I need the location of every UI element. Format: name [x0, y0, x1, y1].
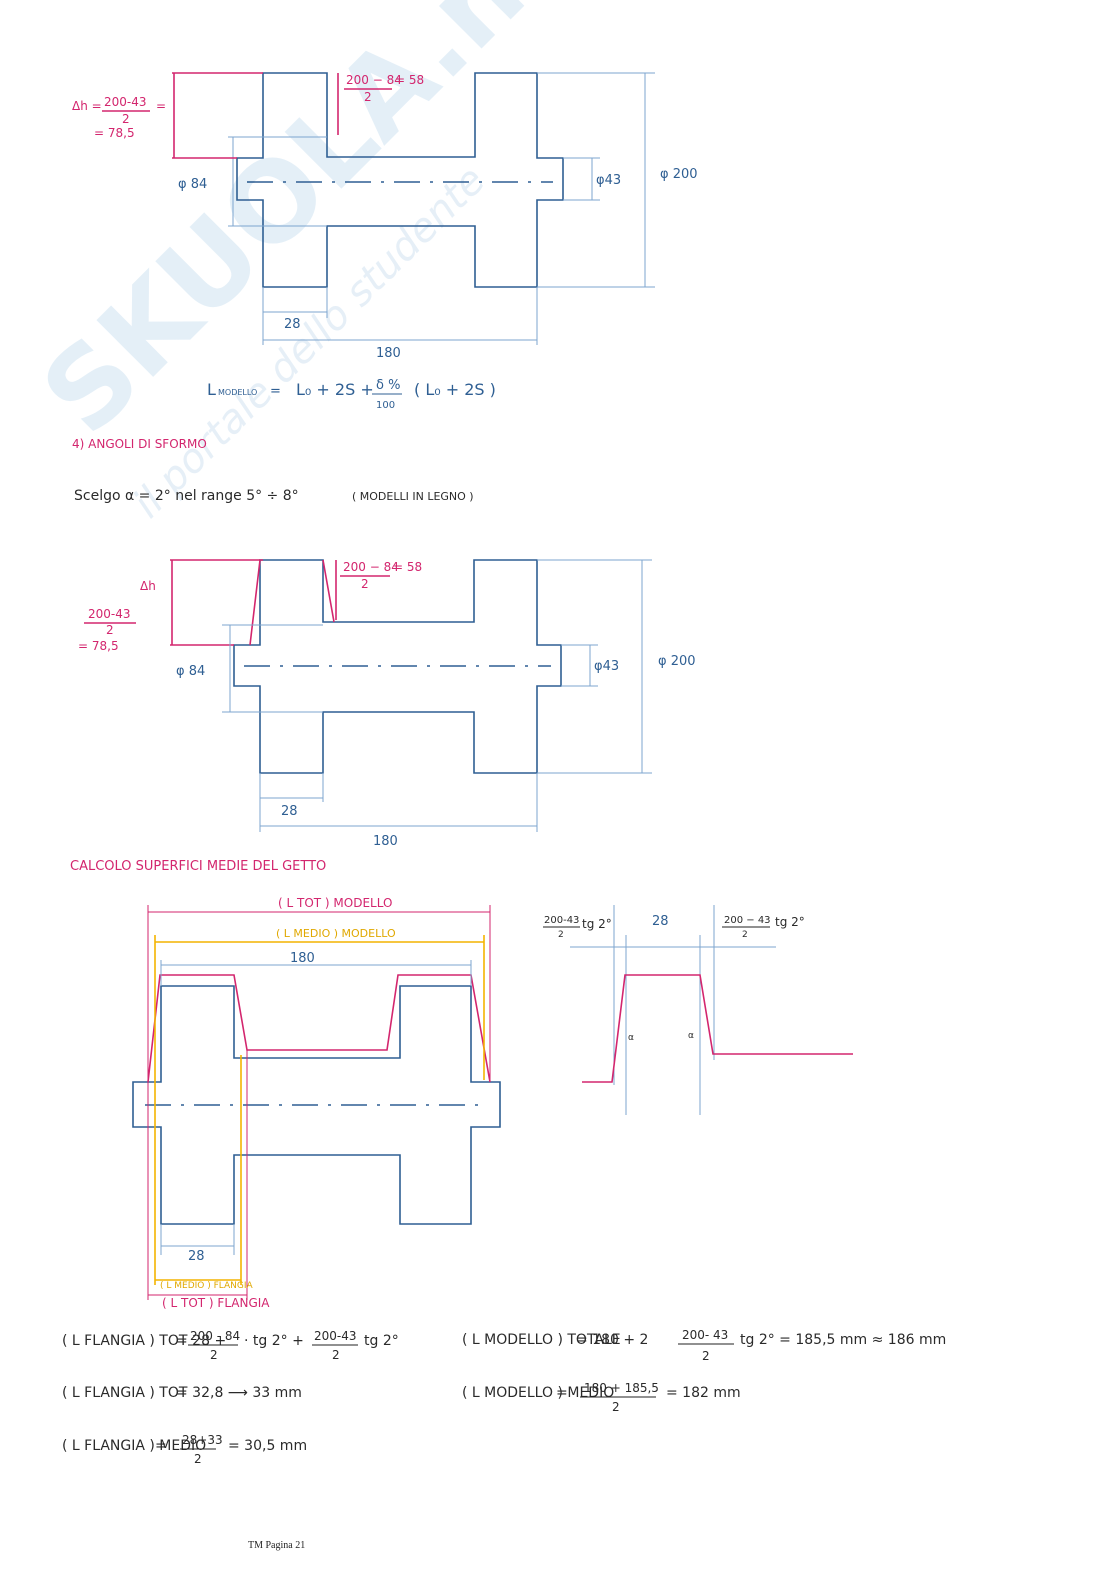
svg-text:200- 43: 200- 43: [682, 1328, 728, 1342]
svg-text:200 − 84: 200 − 84: [346, 73, 402, 87]
svg-text:= 32,8 ⟶ 33 mm: = 32,8 ⟶ 33 mm: [176, 1385, 302, 1401]
svg-text:2: 2: [558, 930, 564, 940]
svg-text:=: =: [270, 384, 281, 399]
svg-text:100: 100: [376, 400, 395, 411]
part-outline: [132, 985, 501, 1225]
svg-text:2: 2: [361, 577, 369, 591]
svg-text:200 - 84: 200 - 84: [190, 1329, 240, 1343]
drawing-1: Δh = 200-43 2 = = 78,5 200 − 84 2 = 58 φ…: [72, 72, 698, 361]
svg-text:2: 2: [332, 1348, 340, 1362]
svg-text:φ 200: φ 200: [660, 167, 698, 182]
svg-text:2: 2: [106, 623, 114, 637]
svg-text:180: 180: [290, 951, 315, 966]
svg-text:28: 28: [281, 804, 298, 819]
svg-text:α: α: [688, 1031, 694, 1041]
drawing-2: Δh 200-43 2 = 78,5 200 − 84 2 = 58 φ 84 …: [78, 559, 696, 849]
svg-text:200-43: 200-43: [104, 95, 147, 109]
draft-angle-note: ( MODELLI IN LEGNO ): [352, 490, 474, 503]
svg-text:= 58: = 58: [395, 73, 424, 87]
svg-text:( L MODELLO ) TOTALE: ( L MODELLO ) TOTALE: [462, 1332, 621, 1348]
svg-text:180: 180: [373, 834, 398, 849]
svg-text:( L₀ + 2S ): ( L₀ + 2S ): [414, 380, 496, 399]
svg-text:2: 2: [612, 1400, 620, 1414]
svg-text:L₀ + 2S +: L₀ + 2S +: [296, 380, 374, 399]
svg-text:200-43: 200-43: [314, 1329, 357, 1343]
svg-text:φ43: φ43: [596, 173, 621, 188]
svg-text:200-43: 200-43: [88, 607, 131, 621]
svg-text:= 30,5 mm: = 30,5 mm: [228, 1438, 307, 1454]
svg-text:=: =: [556, 1385, 568, 1401]
section-5-title: CALCOLO SUPERFICI MEDIE DEL GETTO: [70, 859, 326, 874]
svg-text:( L FLANGIA ) TOT: ( L FLANGIA ) TOT: [62, 1385, 188, 1401]
drawing-3: ( L TOT ) MODELLO ( L MEDIO ) MODELLO 18…: [132, 896, 501, 1310]
svg-text:L: L: [207, 380, 216, 399]
svg-text:( L MODELLO ) MEDIO: ( L MODELLO ) MEDIO: [462, 1385, 614, 1401]
svg-text:=: =: [155, 1438, 167, 1454]
dimension-lines: [228, 72, 655, 345]
svg-text:φ43: φ43: [594, 659, 619, 674]
svg-text:2: 2: [194, 1452, 202, 1466]
svg-text:Δh: Δh: [140, 579, 156, 593]
svg-text:28: 28: [188, 1249, 205, 1264]
svg-text:α: α: [628, 1033, 634, 1043]
svg-text:( L FLANGIA ) TOT: ( L FLANGIA ) TOT: [62, 1333, 188, 1349]
svg-text:φ 84: φ 84: [176, 664, 205, 679]
svg-text:( L FLANGIA ) MEDIO: ( L FLANGIA ) MEDIO: [62, 1438, 206, 1454]
model-length-formula: L MODELLO = L₀ + 2S + δ % 100 ( L₀ + 2S …: [207, 378, 496, 411]
svg-text:180: 180: [376, 346, 401, 361]
svg-text:180 + 185,5: 180 + 185,5: [584, 1381, 659, 1395]
equations: ( L FLANGIA ) TOT = 28 + 200 - 84 2 · tg…: [62, 1328, 946, 1466]
svg-text:200 − 84: 200 − 84: [343, 560, 399, 574]
svg-text:( L MEDIO ) MODELLO: ( L MEDIO ) MODELLO: [276, 927, 396, 940]
svg-text:2: 2: [742, 930, 748, 940]
svg-text:tg 2° = 185,5 mm ≈ 186 mm: tg 2° = 185,5 mm ≈ 186 mm: [740, 1332, 946, 1348]
svg-text:200-43: 200-43: [544, 915, 579, 926]
draft-detail: 200-43 2 tg 2° 28 200 − 43 2 tg 2° α α: [543, 905, 853, 1115]
svg-text:MODELLO: MODELLO: [218, 388, 257, 397]
svg-text:=: =: [156, 99, 166, 113]
svg-text:tg 2°: tg 2°: [582, 917, 612, 931]
svg-text:= 180 + 2: = 180 + 2: [576, 1332, 648, 1348]
svg-text:φ 200: φ 200: [658, 654, 696, 669]
svg-text:2: 2: [702, 1349, 710, 1363]
svg-text:( L TOT ) MODELLO: ( L TOT ) MODELLO: [278, 896, 392, 910]
section-4-title: 4) ANGOLI DI SFORMO: [72, 437, 207, 451]
svg-text:tg 2°: tg 2°: [775, 915, 805, 929]
svg-text:δ %: δ %: [376, 378, 400, 393]
svg-text:( L MEDIO ) FLANGIA: ( L MEDIO ) FLANGIA: [160, 1281, 254, 1291]
svg-text:Δh =: Δh =: [72, 99, 102, 113]
page-footer: TM Pagina 21: [248, 1540, 306, 1551]
svg-text:2: 2: [364, 90, 372, 104]
svg-text:( L TOT ) FLANGIA: ( L TOT ) FLANGIA: [162, 1296, 270, 1310]
svg-text:φ 84: φ 84: [178, 177, 207, 192]
svg-text:= 78,5: = 78,5: [78, 639, 119, 653]
svg-text:28+33: 28+33: [182, 1433, 223, 1447]
svg-text:tg 2°: tg 2°: [364, 1333, 399, 1349]
svg-text:= 182 mm: = 182 mm: [666, 1385, 741, 1401]
svg-text:200 − 43: 200 − 43: [724, 915, 771, 926]
draft-angle-choice: Scelgo α = 2° nel range 5° ÷ 8°: [74, 488, 299, 504]
svg-text:28: 28: [652, 914, 669, 929]
svg-text:· tg 2° +: · tg 2° +: [244, 1333, 304, 1349]
svg-text:2: 2: [210, 1348, 218, 1362]
svg-text:= 58: = 58: [393, 560, 422, 574]
svg-text:28: 28: [284, 317, 301, 332]
svg-text:= 78,5: = 78,5: [94, 126, 135, 140]
svg-text:2: 2: [122, 112, 130, 126]
